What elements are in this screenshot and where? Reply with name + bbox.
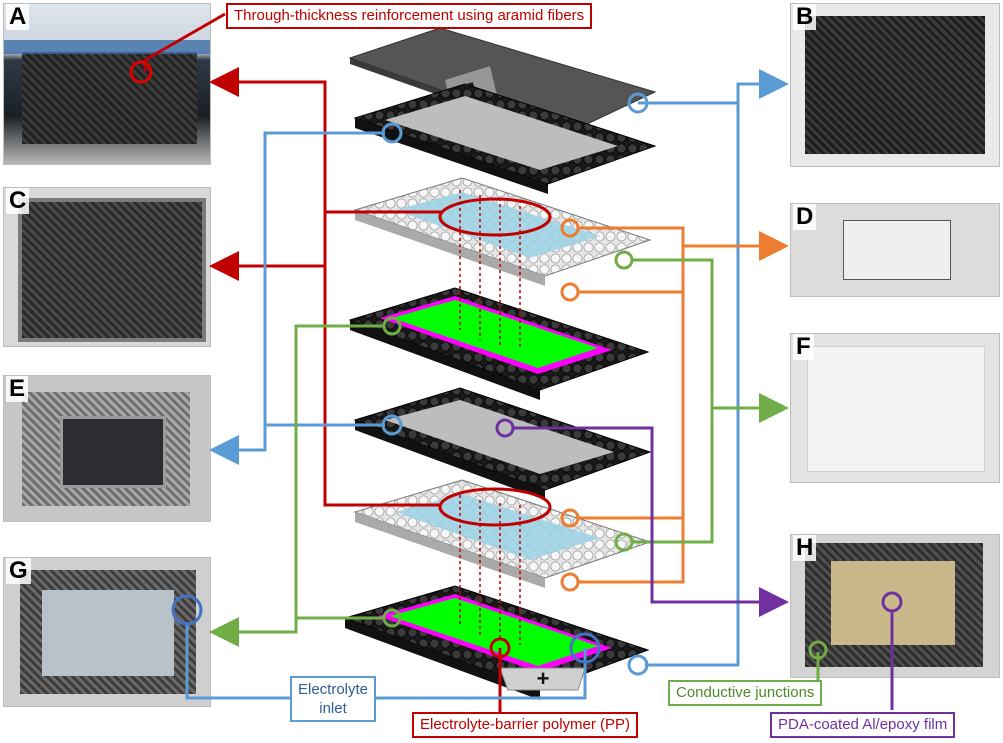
orange-connectors [578, 226, 789, 584]
layer-4-electrode [348, 287, 650, 400]
layer-2-carbon-frame [353, 83, 657, 194]
photo-g-window [42, 590, 174, 676]
orange-marker-3 [560, 508, 580, 528]
callout-electrolyte-inlet-line1: Electrolyte [298, 681, 369, 698]
purple-marker-h [881, 591, 903, 613]
layer-6-separator [353, 479, 652, 588]
photo-f-separator [807, 346, 985, 472]
panel-label-c: C [6, 188, 30, 214]
photo-panel-e: E [3, 375, 211, 522]
orange-marker-4 [560, 572, 580, 592]
blue-marker-g [171, 594, 203, 626]
photo-b-fabric [805, 16, 985, 154]
purple-marker-1 [495, 418, 515, 438]
orange-marker-1 [560, 218, 580, 238]
green-marker-2 [382, 316, 402, 336]
blue-marker-4 [627, 654, 649, 676]
terminal-plus-symbol: + [537, 666, 550, 691]
blue-marker-1 [627, 92, 649, 114]
blue-marker-3 [381, 414, 403, 436]
green-marker-h [808, 640, 828, 660]
panel-label-f: F [793, 334, 814, 360]
layer-5-carbon-frame [353, 387, 652, 500]
panel-label-b: B [793, 4, 817, 30]
blue-marker-2 [381, 122, 403, 144]
callout-barrier-polymer: Electrolyte-barrier polymer (PP) [412, 712, 639, 738]
callout-electrolyte-inlet-line2: inlet [319, 700, 347, 717]
blue-connectors [185, 69, 789, 700]
photo-panel-g: G [3, 557, 211, 707]
photo-c-fabric [18, 198, 206, 342]
layer-7-bottom-electrode: + [343, 585, 650, 700]
panel-label-e: E [6, 376, 29, 402]
panel-label-h: H [793, 535, 817, 561]
blue-marker-inlet [569, 632, 601, 664]
photo-d-film [843, 220, 951, 280]
green-marker-3 [614, 532, 634, 552]
orange-marker-2 [560, 282, 580, 302]
green-marker-4 [382, 608, 402, 628]
callout-aramid-fibers: Through-thickness reinforcement using ar… [226, 3, 593, 29]
red-marker-bottom [489, 637, 511, 659]
photo-panel-a: A [3, 3, 211, 165]
layer-3-separator [353, 177, 652, 286]
callout-electrolyte-inlet: Electrolyte inlet [290, 676, 377, 722]
red-connectors [129, 12, 502, 722]
green-marker-1 [614, 250, 634, 270]
callout-aramid-fibers-text: Through-thickness reinforcement using ar… [234, 7, 585, 24]
photo-panel-c: C [3, 187, 211, 347]
callout-pda-film-text: PDA-coated Al/epoxy film [778, 716, 948, 733]
photo-panel-d: D [790, 203, 1000, 297]
panel-label-d: D [793, 204, 817, 230]
panel-label-a: A [6, 4, 30, 30]
callout-pda-film: PDA-coated Al/epoxy film [770, 712, 956, 738]
callout-conductive-junctions-text: Conductive junctions [676, 684, 815, 701]
photo-e-window [60, 416, 166, 488]
photo-a-tape [4, 40, 210, 54]
photo-panel-b: B [790, 3, 1000, 167]
photo-a-fabric [22, 52, 197, 144]
callout-barrier-polymer-text: Electrolyte-barrier polymer (PP) [420, 716, 631, 733]
purple-connectors [514, 426, 894, 710]
aramid-fiber-lines [459, 190, 521, 645]
callout-conductive-junctions: Conductive junctions [668, 680, 823, 706]
panel-label-g: G [6, 558, 31, 584]
photo-panel-f: F [790, 333, 1000, 483]
